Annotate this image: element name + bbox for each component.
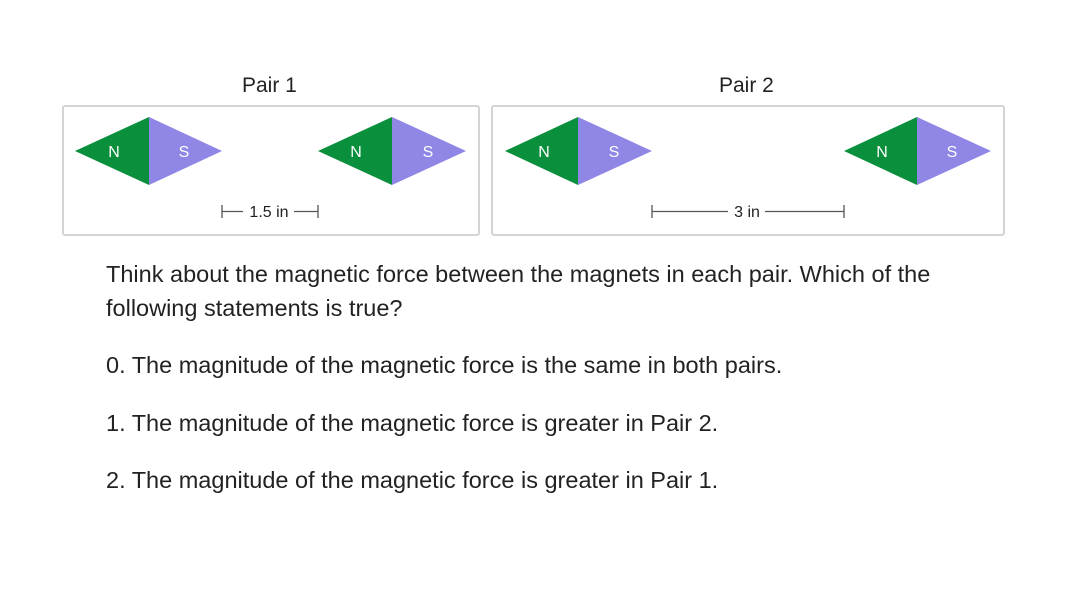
answer-option-0[interactable]: 0. The magnitude of the magnetic force i… — [106, 352, 783, 378]
north-label: N — [108, 144, 120, 161]
pair-1-title: Pair 1 — [242, 74, 297, 97]
north-pole — [505, 117, 578, 185]
pair-1-magnet-2: N S — [318, 117, 466, 185]
question-text: Think about the magnetic force between t… — [106, 261, 931, 321]
pair-2-magnet-1: N S — [505, 117, 652, 185]
pair-2-distance-ruler: 3 in — [651, 204, 845, 221]
north-label: N — [350, 144, 362, 161]
answer-option-2[interactable]: 2. The magnitude of the magnetic force i… — [106, 467, 719, 493]
pair-2-distance-label: 3 in — [734, 204, 760, 221]
north-pole — [75, 117, 149, 185]
pair-1-panel — [62, 105, 480, 236]
north-pole — [844, 117, 917, 185]
north-pole — [318, 117, 392, 185]
pair-1-magnet-1: N S — [75, 117, 222, 185]
magnets-diagram: N S N S 1.5 in N S N S 3 in — [75, 117, 991, 221]
north-label: N — [876, 144, 888, 161]
south-label: S — [179, 144, 190, 161]
south-label: S — [423, 144, 434, 161]
south-pole — [392, 117, 466, 185]
pair-1-distance-ruler: 1.5 in — [221, 204, 319, 221]
north-label: N — [538, 144, 550, 161]
answer-option-1[interactable]: 1. The magnitude of the magnetic force i… — [106, 410, 719, 436]
pair-2-panel — [491, 105, 1005, 236]
south-pole — [578, 117, 652, 185]
south-label: S — [947, 144, 958, 161]
south-pole — [149, 117, 222, 185]
pair-2-title: Pair 2 — [719, 74, 774, 97]
pair-1-distance-label: 1.5 in — [249, 204, 288, 221]
pair-2-magnet-2: N S — [844, 117, 991, 185]
south-pole — [917, 117, 991, 185]
south-label: S — [609, 144, 620, 161]
